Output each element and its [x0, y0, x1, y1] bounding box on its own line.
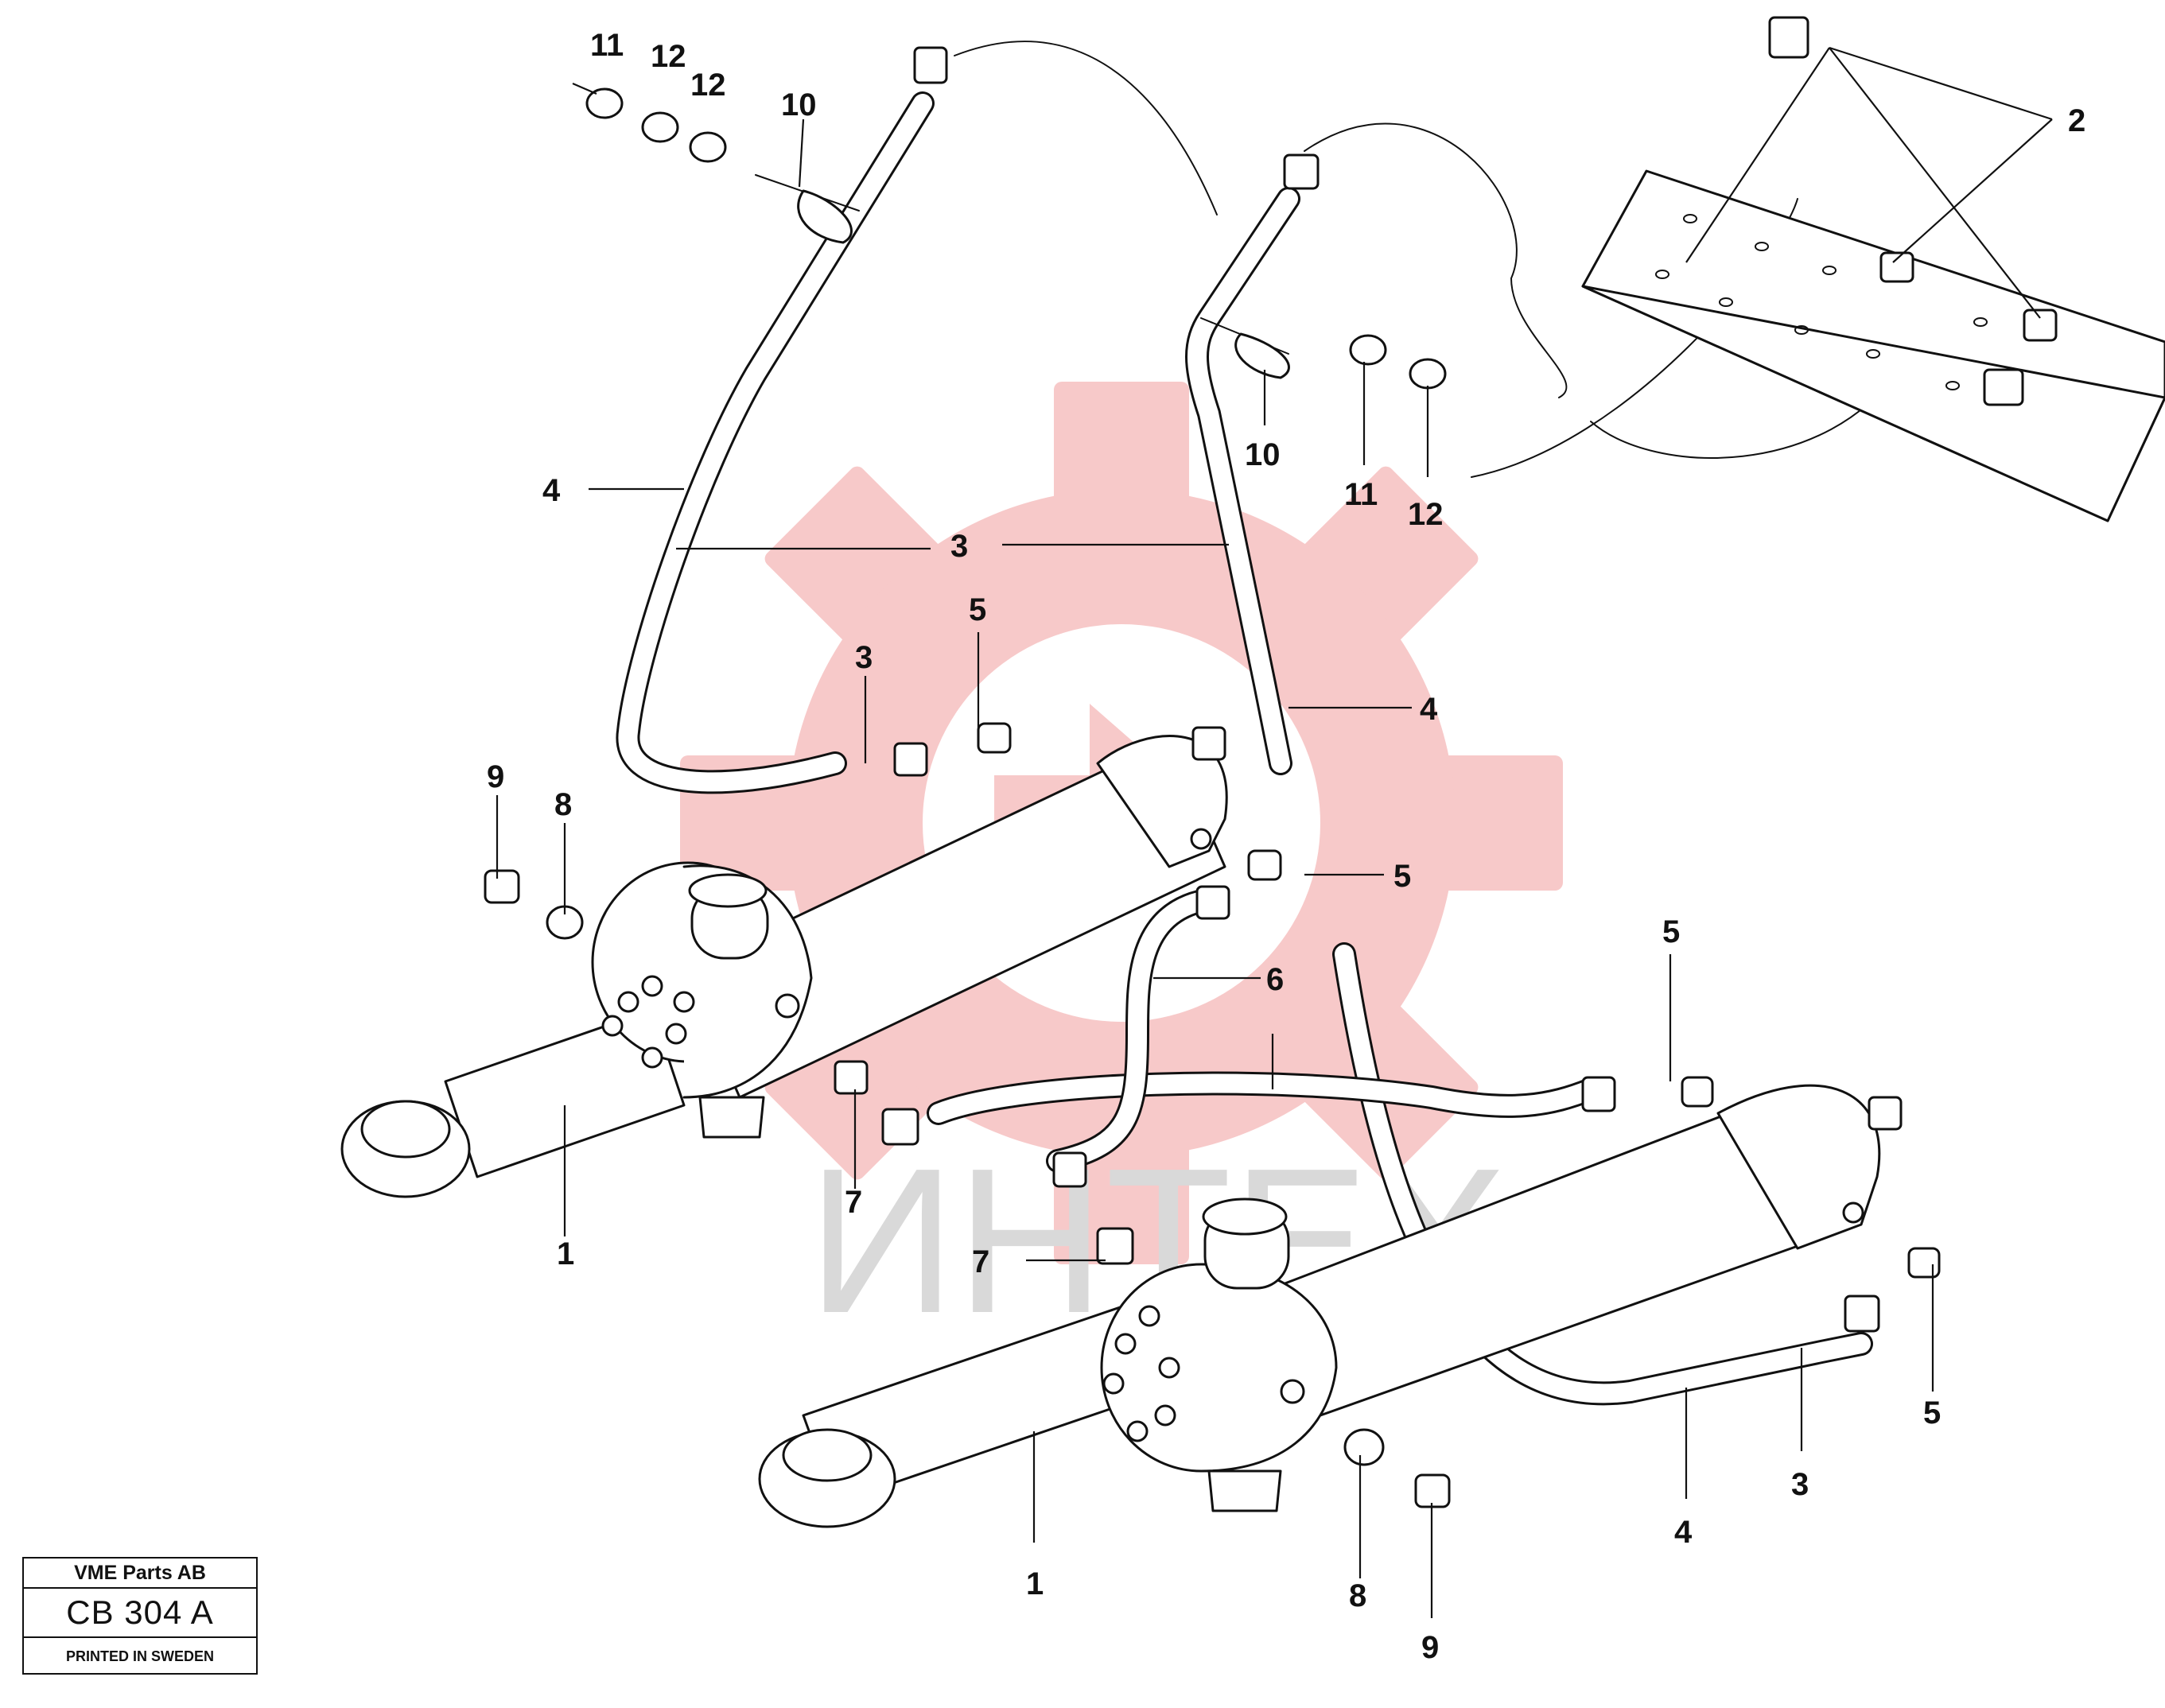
callout-5-right-bottom: 5 — [1923, 1396, 1941, 1430]
callout-3-left: 3 — [855, 640, 873, 675]
callout-12-mid: 12 — [1408, 497, 1444, 532]
callout-11-mid: 11 — [1344, 477, 1378, 512]
callout-5-top: 5 — [969, 592, 986, 627]
callout-4-bottom: 4 — [1674, 1515, 1693, 1550]
callout-2: 2 — [2068, 103, 2085, 138]
hose-crossover-6 — [927, 1071, 1603, 1125]
fittings — [484, 46, 1941, 1508]
callout-3-mid: 3 — [950, 529, 968, 564]
leader-lines — [496, 46, 2053, 1618]
callout-5-mid: 5 — [1393, 859, 1411, 894]
callout-7-top: 7 — [845, 1185, 862, 1220]
hose-left-loop — [616, 91, 935, 794]
hose-center-down — [1185, 187, 1300, 775]
context-curve-mid — [1304, 122, 1568, 398]
valve-manifold-block — [1581, 16, 2165, 522]
callout-1-top: 1 — [557, 1236, 574, 1271]
title-block-company: VME Parts AB — [24, 1559, 256, 1589]
callout-8-top: 8 — [554, 787, 572, 822]
title-block: VME Parts AB CB 304 A PRINTED IN SWEDEN — [22, 1557, 258, 1675]
callout-10-top: 10 — [781, 87, 817, 122]
callout-12-top-a: 12 — [651, 39, 686, 74]
callout-9-bottom: 9 — [1421, 1630, 1439, 1665]
callout-4-mid: 4 — [1420, 692, 1438, 727]
title-block-printed: PRINTED IN SWEDEN — [65, 1648, 214, 1664]
callout-1-bottom: 1 — [1026, 1566, 1044, 1601]
callout-11-top: 11 — [590, 28, 624, 63]
hydraulic-cylinder-upper — [340, 726, 1228, 1198]
context-curve-top — [954, 41, 1218, 215]
callout-8-bottom: 8 — [1349, 1578, 1366, 1613]
title-block-code: CB 304 A — [24, 1589, 256, 1638]
callout-3-bottom: 3 — [1791, 1467, 1809, 1502]
callout-12-top-b: 12 — [690, 68, 726, 103]
callout-7-bottom: 7 — [972, 1244, 989, 1279]
callout-6: 6 — [1266, 962, 1284, 997]
callout-9-top: 9 — [487, 759, 504, 794]
pipe-6-s-bend — [1046, 887, 1229, 1173]
hydraulic-cylinder-lower — [758, 1084, 1903, 1528]
callout-10-mid: 10 — [1245, 437, 1281, 472]
callout-5-right-top: 5 — [1662, 914, 1680, 949]
callout-labels: 11 12 12 10 2 4 3 10 11 12 3 5 4 9 8 5 6… — [487, 28, 2085, 1665]
callout-4-left: 4 — [542, 473, 561, 508]
